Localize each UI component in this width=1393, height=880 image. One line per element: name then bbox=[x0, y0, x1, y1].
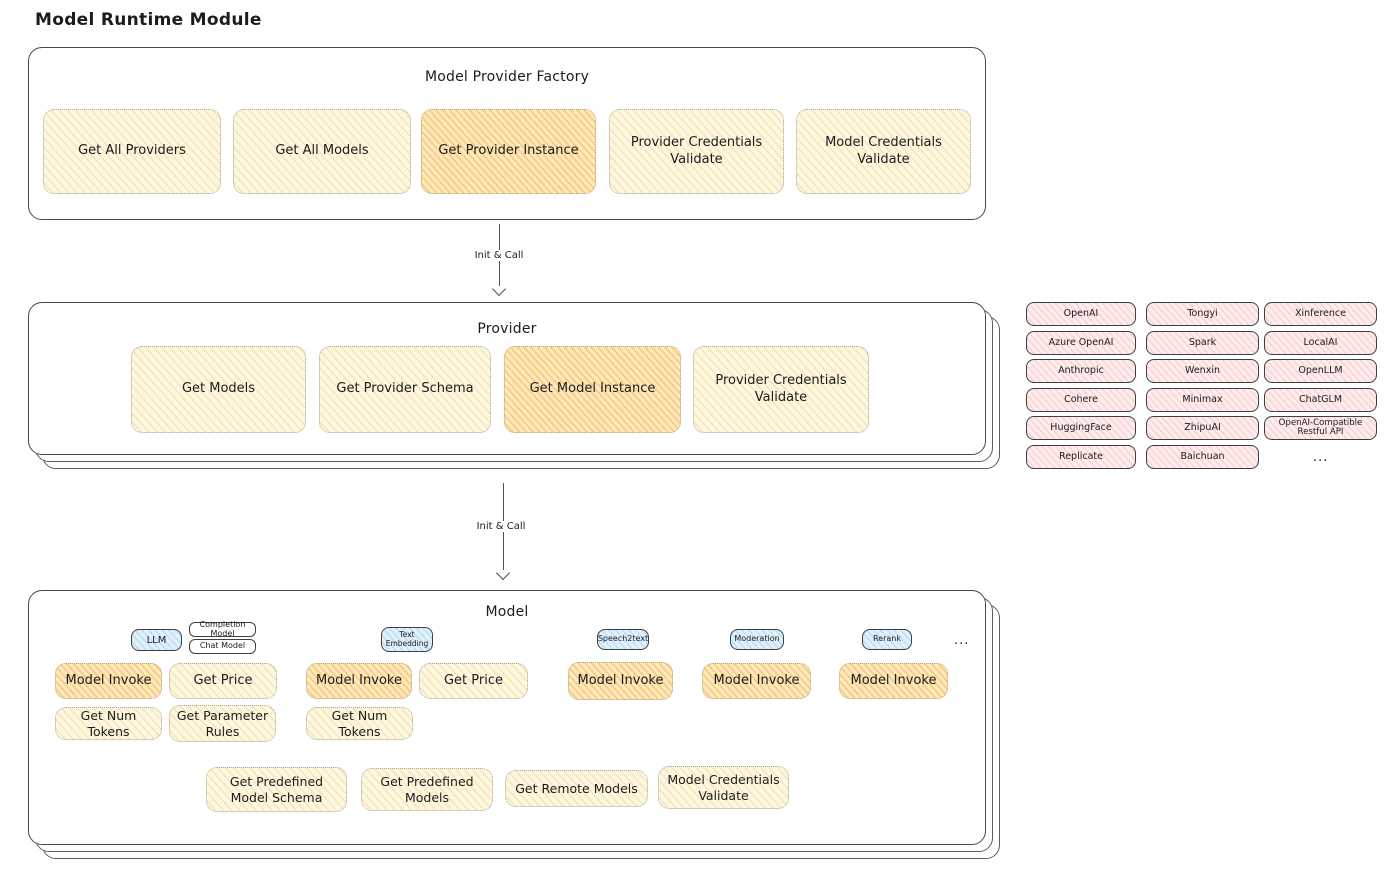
node-get-all-models: Get All Models bbox=[233, 109, 411, 194]
provider-card: Provider Get Models Get Provider Schema … bbox=[28, 302, 986, 455]
model-card: Model LLM Completion Model Chat Model Mo… bbox=[28, 590, 986, 845]
provider-pill-huggingface: HuggingFace bbox=[1026, 416, 1136, 440]
provider-pill-tongyi: Tongyi bbox=[1146, 302, 1259, 326]
node-get-model-instance: Get Model Instance bbox=[504, 346, 681, 433]
node-provider-credentials-validate-2: Provider Credentials Validate bbox=[693, 346, 869, 433]
node-rerank-model-invoke: Model Invoke bbox=[839, 663, 948, 699]
node-provider-credentials-validate: Provider Credentials Validate bbox=[609, 109, 784, 194]
tag-chat-model: Chat Model bbox=[189, 639, 256, 654]
tag-llm: LLM bbox=[131, 629, 182, 651]
node-get-all-providers: Get All Providers bbox=[43, 109, 221, 194]
node-get-models: Get Models bbox=[131, 346, 306, 433]
arrow-label-init-call-2: Init & Call bbox=[472, 521, 530, 532]
provider-title: Provider bbox=[477, 321, 537, 337]
node-model-credentials-validate-2: Model Credentials Validate bbox=[658, 766, 789, 809]
node-llm-get-parameter-rules: Get Parameter Rules bbox=[169, 705, 276, 742]
provider-pill-replicate: Replicate bbox=[1026, 445, 1136, 469]
provider-pill-wenxin: Wenxin bbox=[1146, 359, 1259, 383]
provider-pill-openai-compatible: OpenAI-Compatible Restful API bbox=[1264, 416, 1377, 440]
arrow-label-init-call-1: Init & Call bbox=[470, 250, 528, 261]
provider-pill-baichuan: Baichuan bbox=[1146, 445, 1259, 469]
node-model-credentials-validate: Model Credentials Validate bbox=[796, 109, 971, 194]
model-tags-ellipsis: ... bbox=[954, 633, 970, 648]
arrowhead-provider-to-model-icon bbox=[495, 565, 511, 581]
tag-text-embedding: Text Embedding bbox=[381, 627, 433, 652]
node-get-remote-models: Get Remote Models bbox=[505, 770, 648, 807]
factory-title: Model Provider Factory bbox=[424, 69, 590, 85]
provider-pill-spark: Spark bbox=[1146, 331, 1259, 355]
provider-grid-ellipsis: ... bbox=[1313, 450, 1329, 465]
node-get-predefined-model-schema: Get Predefined Model Schema bbox=[206, 767, 347, 812]
tag-rerank: Rerank bbox=[862, 629, 912, 650]
tag-speech2text: Speech2text bbox=[597, 629, 649, 650]
provider-pill-chatglm: ChatGLM bbox=[1264, 388, 1377, 412]
node-embedding-model-invoke: Model Invoke bbox=[306, 663, 412, 699]
provider-pill-anthropic: Anthropic bbox=[1026, 359, 1136, 383]
tag-completion-model: Completion Model bbox=[189, 620, 256, 637]
node-get-predefined-models: Get Predefined Models bbox=[361, 768, 493, 811]
factory-card: Model Provider Factory Get All Providers… bbox=[28, 47, 986, 220]
tag-moderation: Moderation bbox=[730, 629, 784, 650]
page-title: Model Runtime Module bbox=[35, 10, 262, 30]
node-llm-get-price: Get Price bbox=[169, 663, 277, 699]
node-llm-model-invoke: Model Invoke bbox=[55, 663, 162, 699]
node-speech2text-model-invoke: Model Invoke bbox=[568, 662, 673, 700]
provider-pill-localai: LocalAI bbox=[1264, 331, 1377, 355]
provider-pill-minimax: Minimax bbox=[1146, 388, 1259, 412]
arrowhead-factory-to-provider-icon bbox=[491, 281, 507, 297]
node-embedding-get-price: Get Price bbox=[419, 663, 528, 699]
provider-pill-azure-openai: Azure OpenAI bbox=[1026, 331, 1136, 355]
model-title: Model bbox=[485, 604, 529, 620]
provider-pill-openai: OpenAI bbox=[1026, 302, 1136, 326]
provider-pill-zhipuai: ZhipuAI bbox=[1146, 416, 1259, 440]
node-get-provider-instance: Get Provider Instance bbox=[421, 109, 596, 194]
node-llm-get-num-tokens: Get Num Tokens bbox=[55, 707, 162, 740]
node-embedding-get-num-tokens: Get Num Tokens bbox=[306, 707, 413, 740]
node-moderation-model-invoke: Model Invoke bbox=[702, 663, 811, 699]
node-get-provider-schema: Get Provider Schema bbox=[319, 346, 491, 433]
provider-pill-xinference: Xinference bbox=[1264, 302, 1377, 326]
provider-pill-openllm: OpenLLM bbox=[1264, 359, 1377, 383]
provider-pill-cohere: Cohere bbox=[1026, 388, 1136, 412]
